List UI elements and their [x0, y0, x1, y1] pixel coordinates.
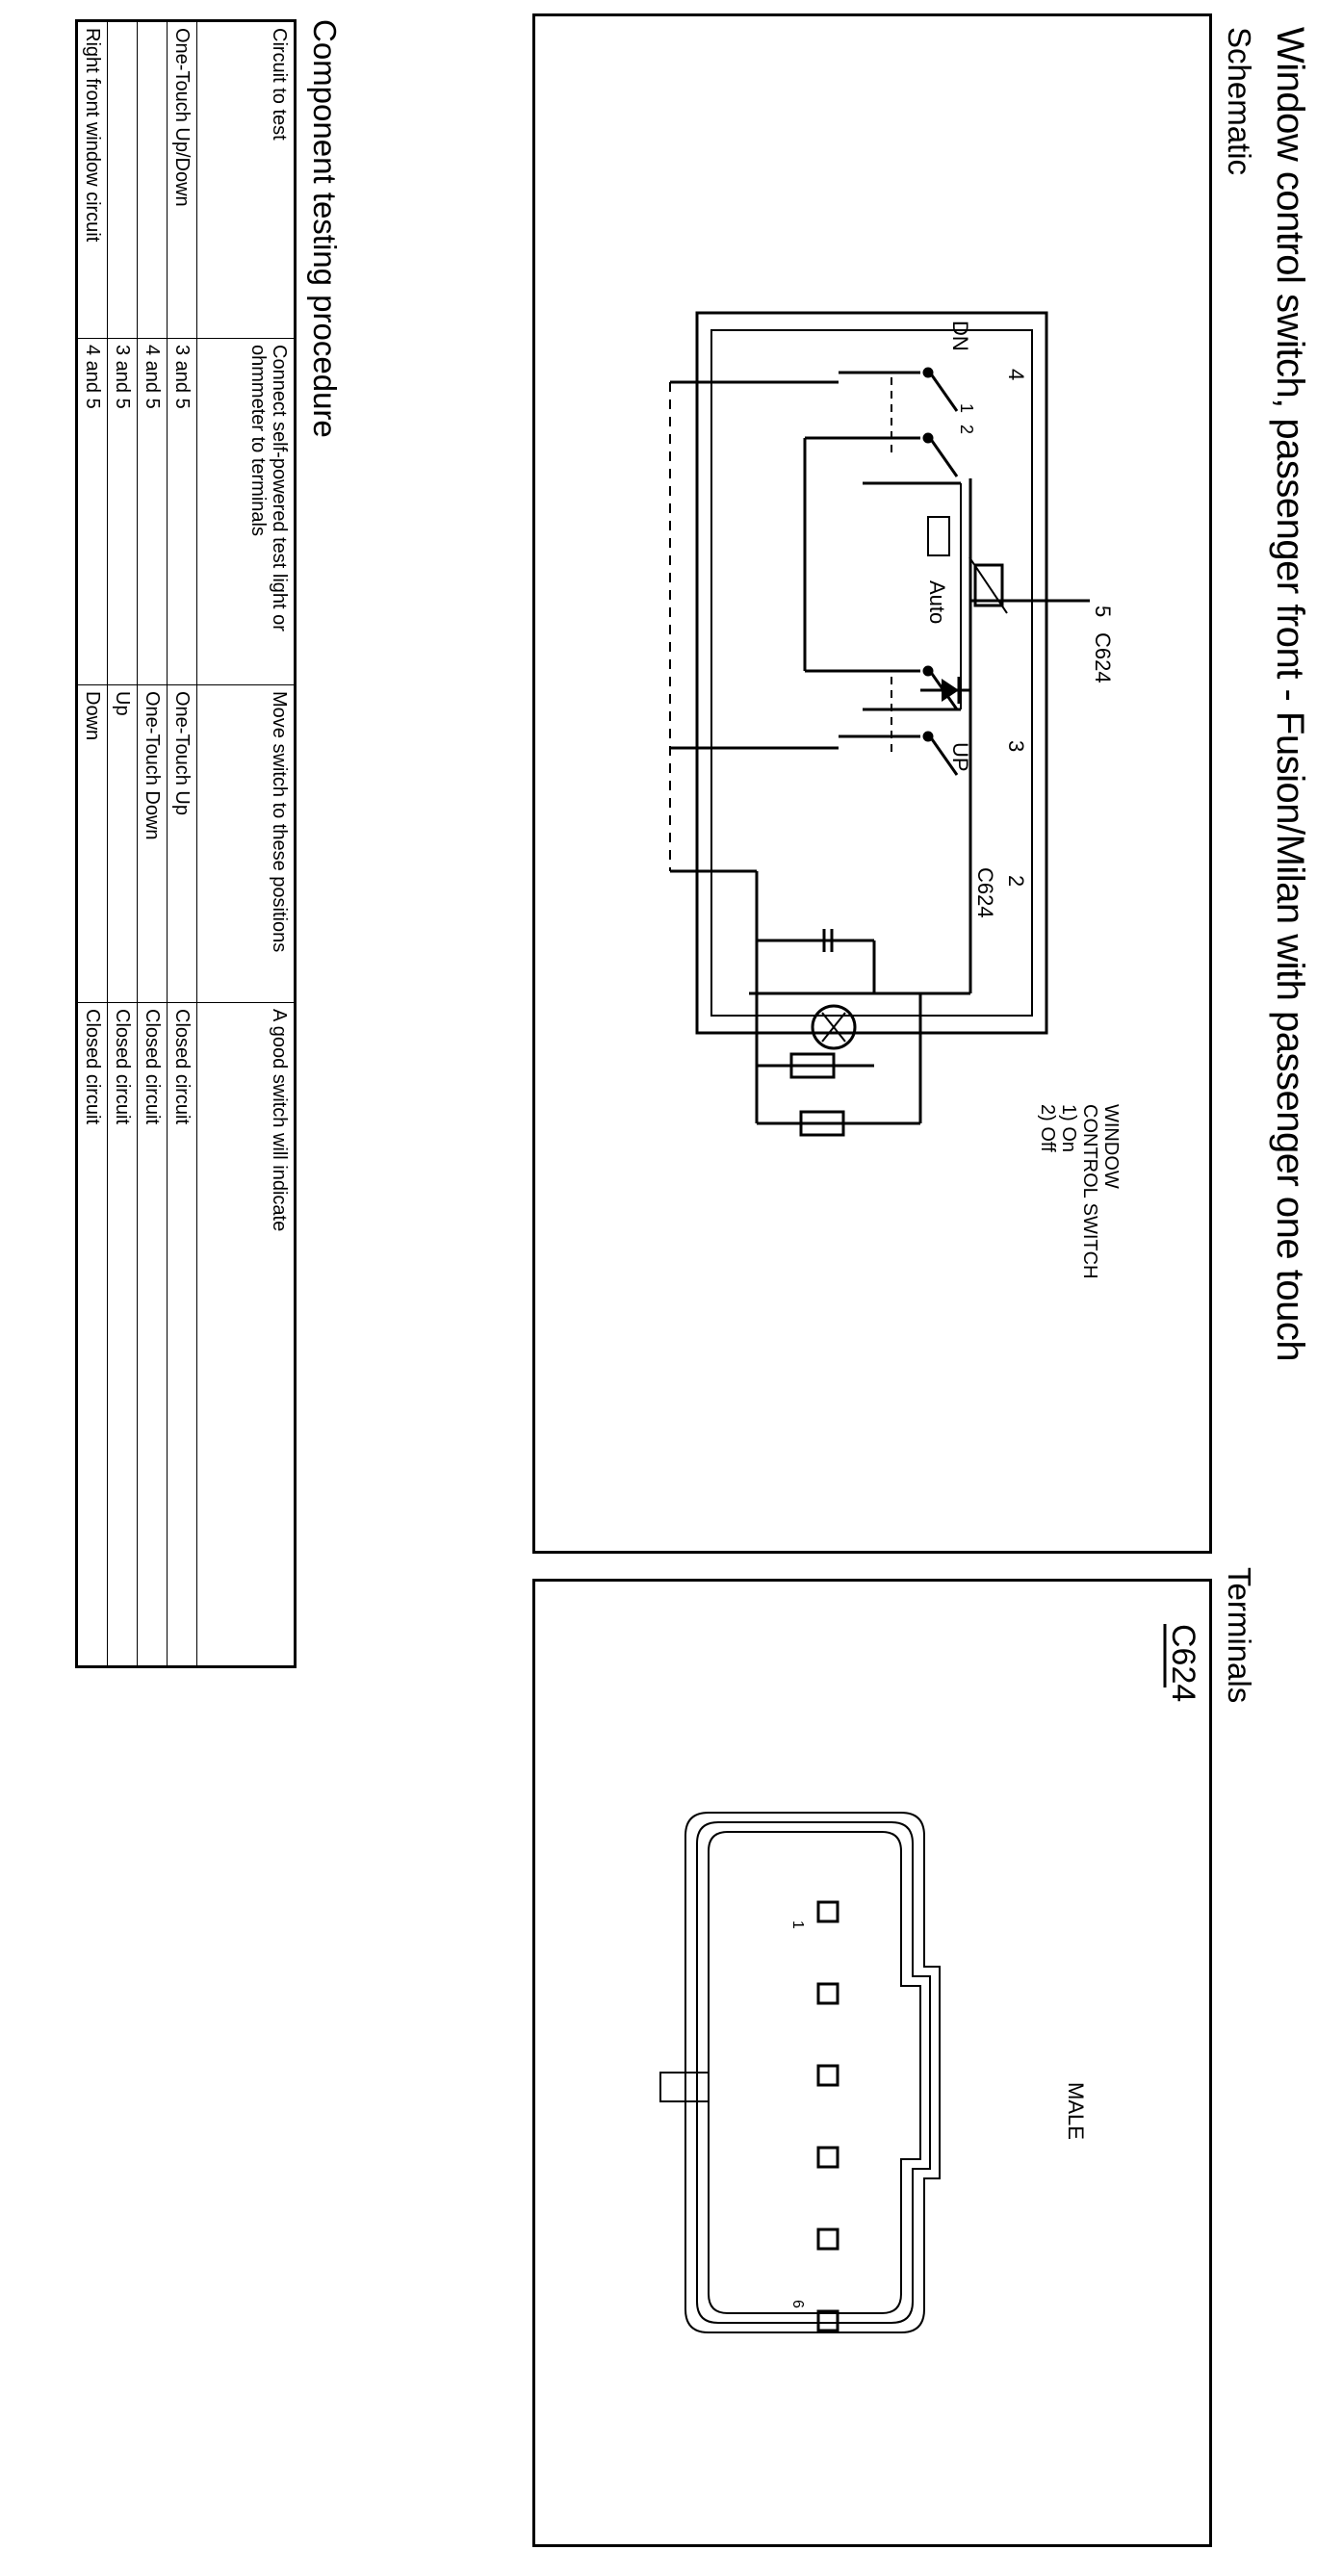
- dn-label: DN: [948, 321, 972, 351]
- contact-dn-1: [928, 372, 959, 412]
- terminals-panel: C624 MALE 1 6: [532, 1579, 1212, 2547]
- procedure-header-row: Circuit to test Connect self-powered tes…: [196, 20, 296, 1667]
- c624-top-label: C624: [1091, 632, 1115, 683]
- connector-diagram: C624 MALE 1 6: [659, 1624, 1201, 2333]
- procedure-heading: Component testing procedure: [307, 19, 343, 438]
- table-cell: Up: [107, 684, 138, 1003]
- pin-2-label: 2: [1004, 875, 1028, 887]
- pin-5-label: 5: [1091, 605, 1115, 617]
- table-cell: 3 and 5: [167, 338, 197, 685]
- resistor-2: [799, 1110, 845, 1137]
- pin-last-label: 6: [789, 2300, 806, 2308]
- table-cell: 3 and 5: [107, 338, 138, 685]
- table-cell: [137, 20, 168, 339]
- pin-3-label: 3: [1004, 740, 1028, 752]
- switch-housing: [695, 311, 1048, 1035]
- resistor-1: [789, 1052, 836, 1079]
- legend-line-1: WINDOW: [1100, 1104, 1122, 1189]
- column-header: Connect self-powered test light or ohmme…: [196, 338, 296, 685]
- c624-bottom-label: C624: [973, 867, 997, 918]
- switch-housing-inner: [710, 329, 1033, 1017]
- table-cell: 4 and 5: [137, 338, 168, 685]
- connector-id: C624: [1165, 1624, 1201, 1702]
- table-row: Right front window circuit 4 and 5 Down …: [76, 20, 108, 1667]
- auto-label: Auto: [925, 580, 949, 624]
- column-header: Circuit to test: [196, 20, 296, 339]
- contact-two-label: 2: [957, 425, 976, 434]
- connector-gender: MALE: [1064, 2082, 1088, 2140]
- table-cell: One-Touch Up/Down: [167, 20, 197, 339]
- pin-cavities: [816, 1900, 839, 2332]
- column-header: Move switch to these positions: [196, 684, 296, 1003]
- contact-up-2: [928, 735, 959, 776]
- table-cell: Down: [76, 684, 108, 1003]
- legend-line-3: 1) On: [1058, 1104, 1079, 1152]
- connector-outline: [659, 1812, 941, 2333]
- procedure-table: Circuit to test Connect self-powered tes…: [75, 19, 297, 1668]
- contact-up-1: [928, 670, 959, 710]
- table-cell: [107, 20, 138, 339]
- table-row: One-Touch Up/Down 3 and 5 One-Touch Up C…: [167, 20, 197, 1667]
- legend-line-4: 2) Off: [1037, 1104, 1058, 1152]
- schematic-heading: Schematic: [1222, 27, 1257, 176]
- indicator-lamp: [811, 1004, 857, 1050]
- table-cell: One-Touch Down: [137, 684, 168, 1003]
- table-cell: Closed circuit: [76, 1002, 108, 1667]
- table-cell: Closed circuit: [107, 1002, 138, 1667]
- table-row: 4 and 5 One-Touch Down Closed circuit: [137, 20, 168, 1667]
- pin-first-label: 1: [789, 1920, 806, 1929]
- schematic-diagram: 5 C624 4 3 2 C624 DN UP Auto 1 2 WINDOW …: [669, 311, 1122, 1278]
- terminals-heading: Terminals: [1222, 1567, 1257, 1704]
- up-label: UP: [948, 742, 972, 772]
- legend-line-2: CONTROL SWITCH: [1079, 1104, 1100, 1278]
- pin-4-label: 4: [1004, 369, 1028, 380]
- table-cell: One-Touch Up: [167, 684, 197, 1003]
- table-cell: Closed circuit: [137, 1002, 168, 1667]
- column-header: A good switch will indicate: [196, 1002, 296, 1667]
- table-cell: Right front window circuit: [76, 20, 108, 339]
- table-row: 3 and 5 Up Closed circuit: [107, 20, 138, 1667]
- table-cell: Closed circuit: [167, 1002, 197, 1667]
- page-title: Window control switch, passenger front -…: [1269, 27, 1311, 1362]
- ptc-resistor: [973, 563, 1004, 607]
- schematic-panel: 5 C624 4 3 2 C624 DN UP Auto 1 2 WINDOW …: [532, 13, 1212, 1554]
- contact-dn-2: [928, 437, 959, 477]
- table-cell: 4 and 5: [76, 338, 108, 685]
- contact-one-label: 1: [957, 403, 976, 413]
